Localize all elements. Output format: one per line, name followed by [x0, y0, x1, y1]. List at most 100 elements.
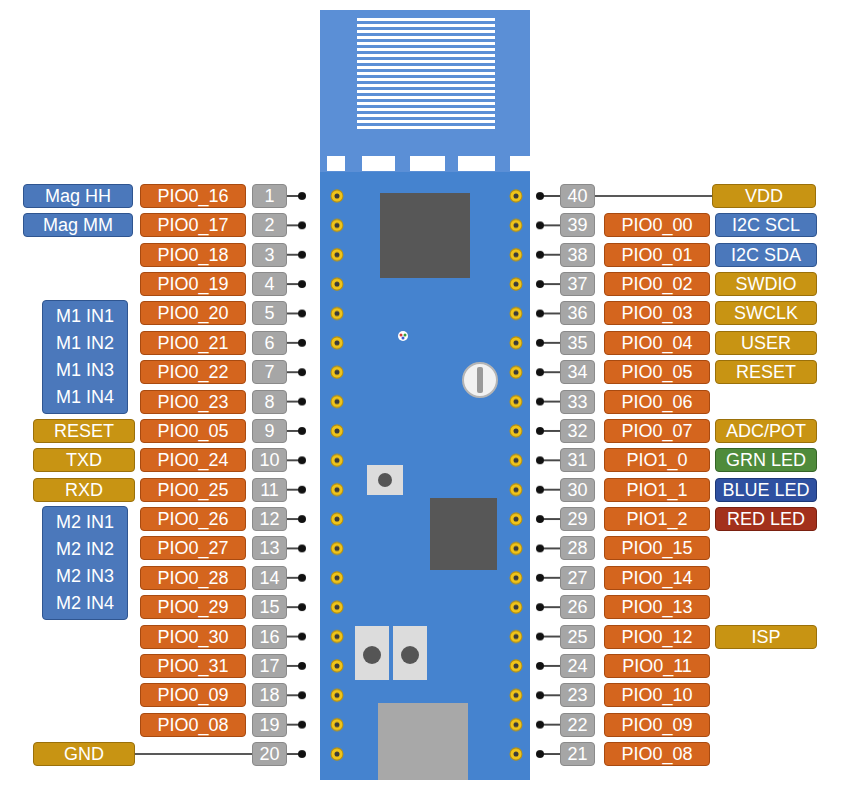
pin-number-box: 38 [560, 243, 595, 267]
pin-text: 4 [264, 273, 274, 295]
pin-text: 5 [264, 302, 274, 324]
pin-text: PIO0_20 [157, 302, 228, 324]
pin-number-box: 33 [560, 390, 595, 414]
pin-number-box: 1 [252, 184, 287, 208]
pin-number-box: 20 [252, 742, 287, 766]
pin-text: Mag MM [43, 214, 113, 236]
pin-number-box: 31 [560, 448, 595, 472]
pin-name-box: PIO0_04 [604, 331, 710, 355]
pin-text: 37 [567, 273, 587, 295]
pin-text: PIO0_09 [621, 714, 692, 736]
pin-text: PIO0_19 [157, 273, 228, 295]
pin-name-box: PIO0_11 [604, 654, 710, 678]
pin-name-box: PIO0_20 [140, 301, 246, 325]
pin-text: PIO0_21 [157, 332, 228, 354]
pin-text: PIO0_03 [621, 302, 692, 324]
pin-name-box: PIO1_1 [604, 478, 710, 502]
pin-text: 20 [259, 743, 279, 765]
pin-text: M2 IN2 [56, 536, 114, 563]
pin-number-box: 18 [252, 683, 287, 707]
function-label: RESET [715, 360, 817, 384]
pin-text: PIO0_06 [621, 391, 692, 413]
pin-text: 39 [567, 214, 587, 236]
pin-number-box: 21 [560, 742, 595, 766]
pin-text: PIO1_1 [626, 479, 687, 501]
function-label: RESET [33, 419, 135, 443]
pin-number-box: 19 [252, 713, 287, 737]
pin-text: M2 IN3 [56, 563, 114, 590]
pin-text: 19 [259, 714, 279, 736]
function-label: SWCLK [715, 301, 817, 325]
pin-text: 9 [264, 420, 274, 442]
pin-name-box: PIO0_24 [140, 448, 246, 472]
pin-name-box: PIO0_10 [604, 683, 710, 707]
pin-name-box: PIO0_14 [604, 566, 710, 590]
pin-text: M1 IN1 [56, 303, 114, 330]
function-label: M1 IN1M1 IN2M1 IN3M1 IN4 [42, 300, 128, 414]
pin-text: GND [64, 743, 104, 765]
pin-number-box: 25 [560, 625, 595, 649]
pin-name-box: PIO0_21 [140, 331, 246, 355]
pin-text: 38 [567, 244, 587, 266]
pin-text: PIO0_22 [157, 361, 228, 383]
pin-text: PIO0_28 [157, 567, 228, 589]
pin-number-box: 13 [252, 536, 287, 560]
pin-number-box: 12 [252, 507, 287, 531]
pin-number-box: 29 [560, 507, 595, 531]
pin-text: RESET [54, 420, 114, 442]
pin-name-box: PIO0_19 [140, 272, 246, 296]
pin-number-box: 37 [560, 272, 595, 296]
pin-text: 33 [567, 391, 587, 413]
pin-text: ADC/POT [726, 420, 806, 442]
pin-name-box: PIO0_13 [604, 595, 710, 619]
function-label: I2C SDA [715, 243, 817, 267]
pin-name-box: PIO0_29 [140, 595, 246, 619]
pin-text: PIO0_07 [621, 420, 692, 442]
pin-number-box: 6 [252, 331, 287, 355]
pin-text: 8 [264, 391, 274, 413]
function-label: Mag HH [23, 184, 133, 208]
pin-text: PIO0_12 [621, 626, 692, 648]
pin-name-box: PIO0_17 [140, 213, 246, 237]
pin-number-box: 22 [560, 713, 595, 737]
pin-text: M1 IN2 [56, 330, 114, 357]
pin-text: 29 [567, 508, 587, 530]
pin-text: M2 IN1 [56, 509, 114, 536]
pin-name-box: PIO0_05 [140, 419, 246, 443]
pin-name-box: PIO0_00 [604, 213, 710, 237]
pin-name-box: PIO0_18 [140, 243, 246, 267]
pin-text: 25 [567, 626, 587, 648]
pin-number-box: 23 [560, 683, 595, 707]
function-label: USER [715, 331, 817, 355]
pin-text: PIO0_18 [157, 244, 228, 266]
pin-text: 7 [264, 361, 274, 383]
function-label: ISP [715, 625, 817, 649]
pin-text: PIO0_05 [157, 420, 228, 442]
pin-text: 32 [567, 420, 587, 442]
pin-text: M2 IN4 [56, 590, 114, 617]
pin-name-box: PIO0_28 [140, 566, 246, 590]
function-label: RXD [33, 478, 135, 502]
pin-text: 24 [567, 655, 587, 677]
pin-name-box: PIO0_03 [604, 301, 710, 325]
pin-number-box: 35 [560, 331, 595, 355]
pin-text: 30 [567, 479, 587, 501]
pin-number-box: 26 [560, 595, 595, 619]
function-label: TXD [33, 448, 135, 472]
pin-text: RESET [736, 361, 796, 383]
pin-name-box: PIO0_01 [604, 243, 710, 267]
pin-text: 1 [264, 185, 274, 207]
pin-number-box: 9 [252, 419, 287, 443]
pin-text: 15 [259, 596, 279, 618]
pin-name-box: PIO0_02 [604, 272, 710, 296]
pin-name-box: PIO0_25 [140, 478, 246, 502]
pin-text: PIO0_10 [621, 684, 692, 706]
pin-text: GRN LED [726, 449, 806, 471]
pin-text: TXD [66, 449, 102, 471]
pin-text: ISP [751, 626, 780, 648]
pin-number-box: 2 [252, 213, 287, 237]
pin-text: 12 [259, 508, 279, 530]
function-label: BLUE LED [715, 478, 817, 502]
pin-text: 6 [264, 332, 274, 354]
power-label: GND [33, 742, 135, 766]
